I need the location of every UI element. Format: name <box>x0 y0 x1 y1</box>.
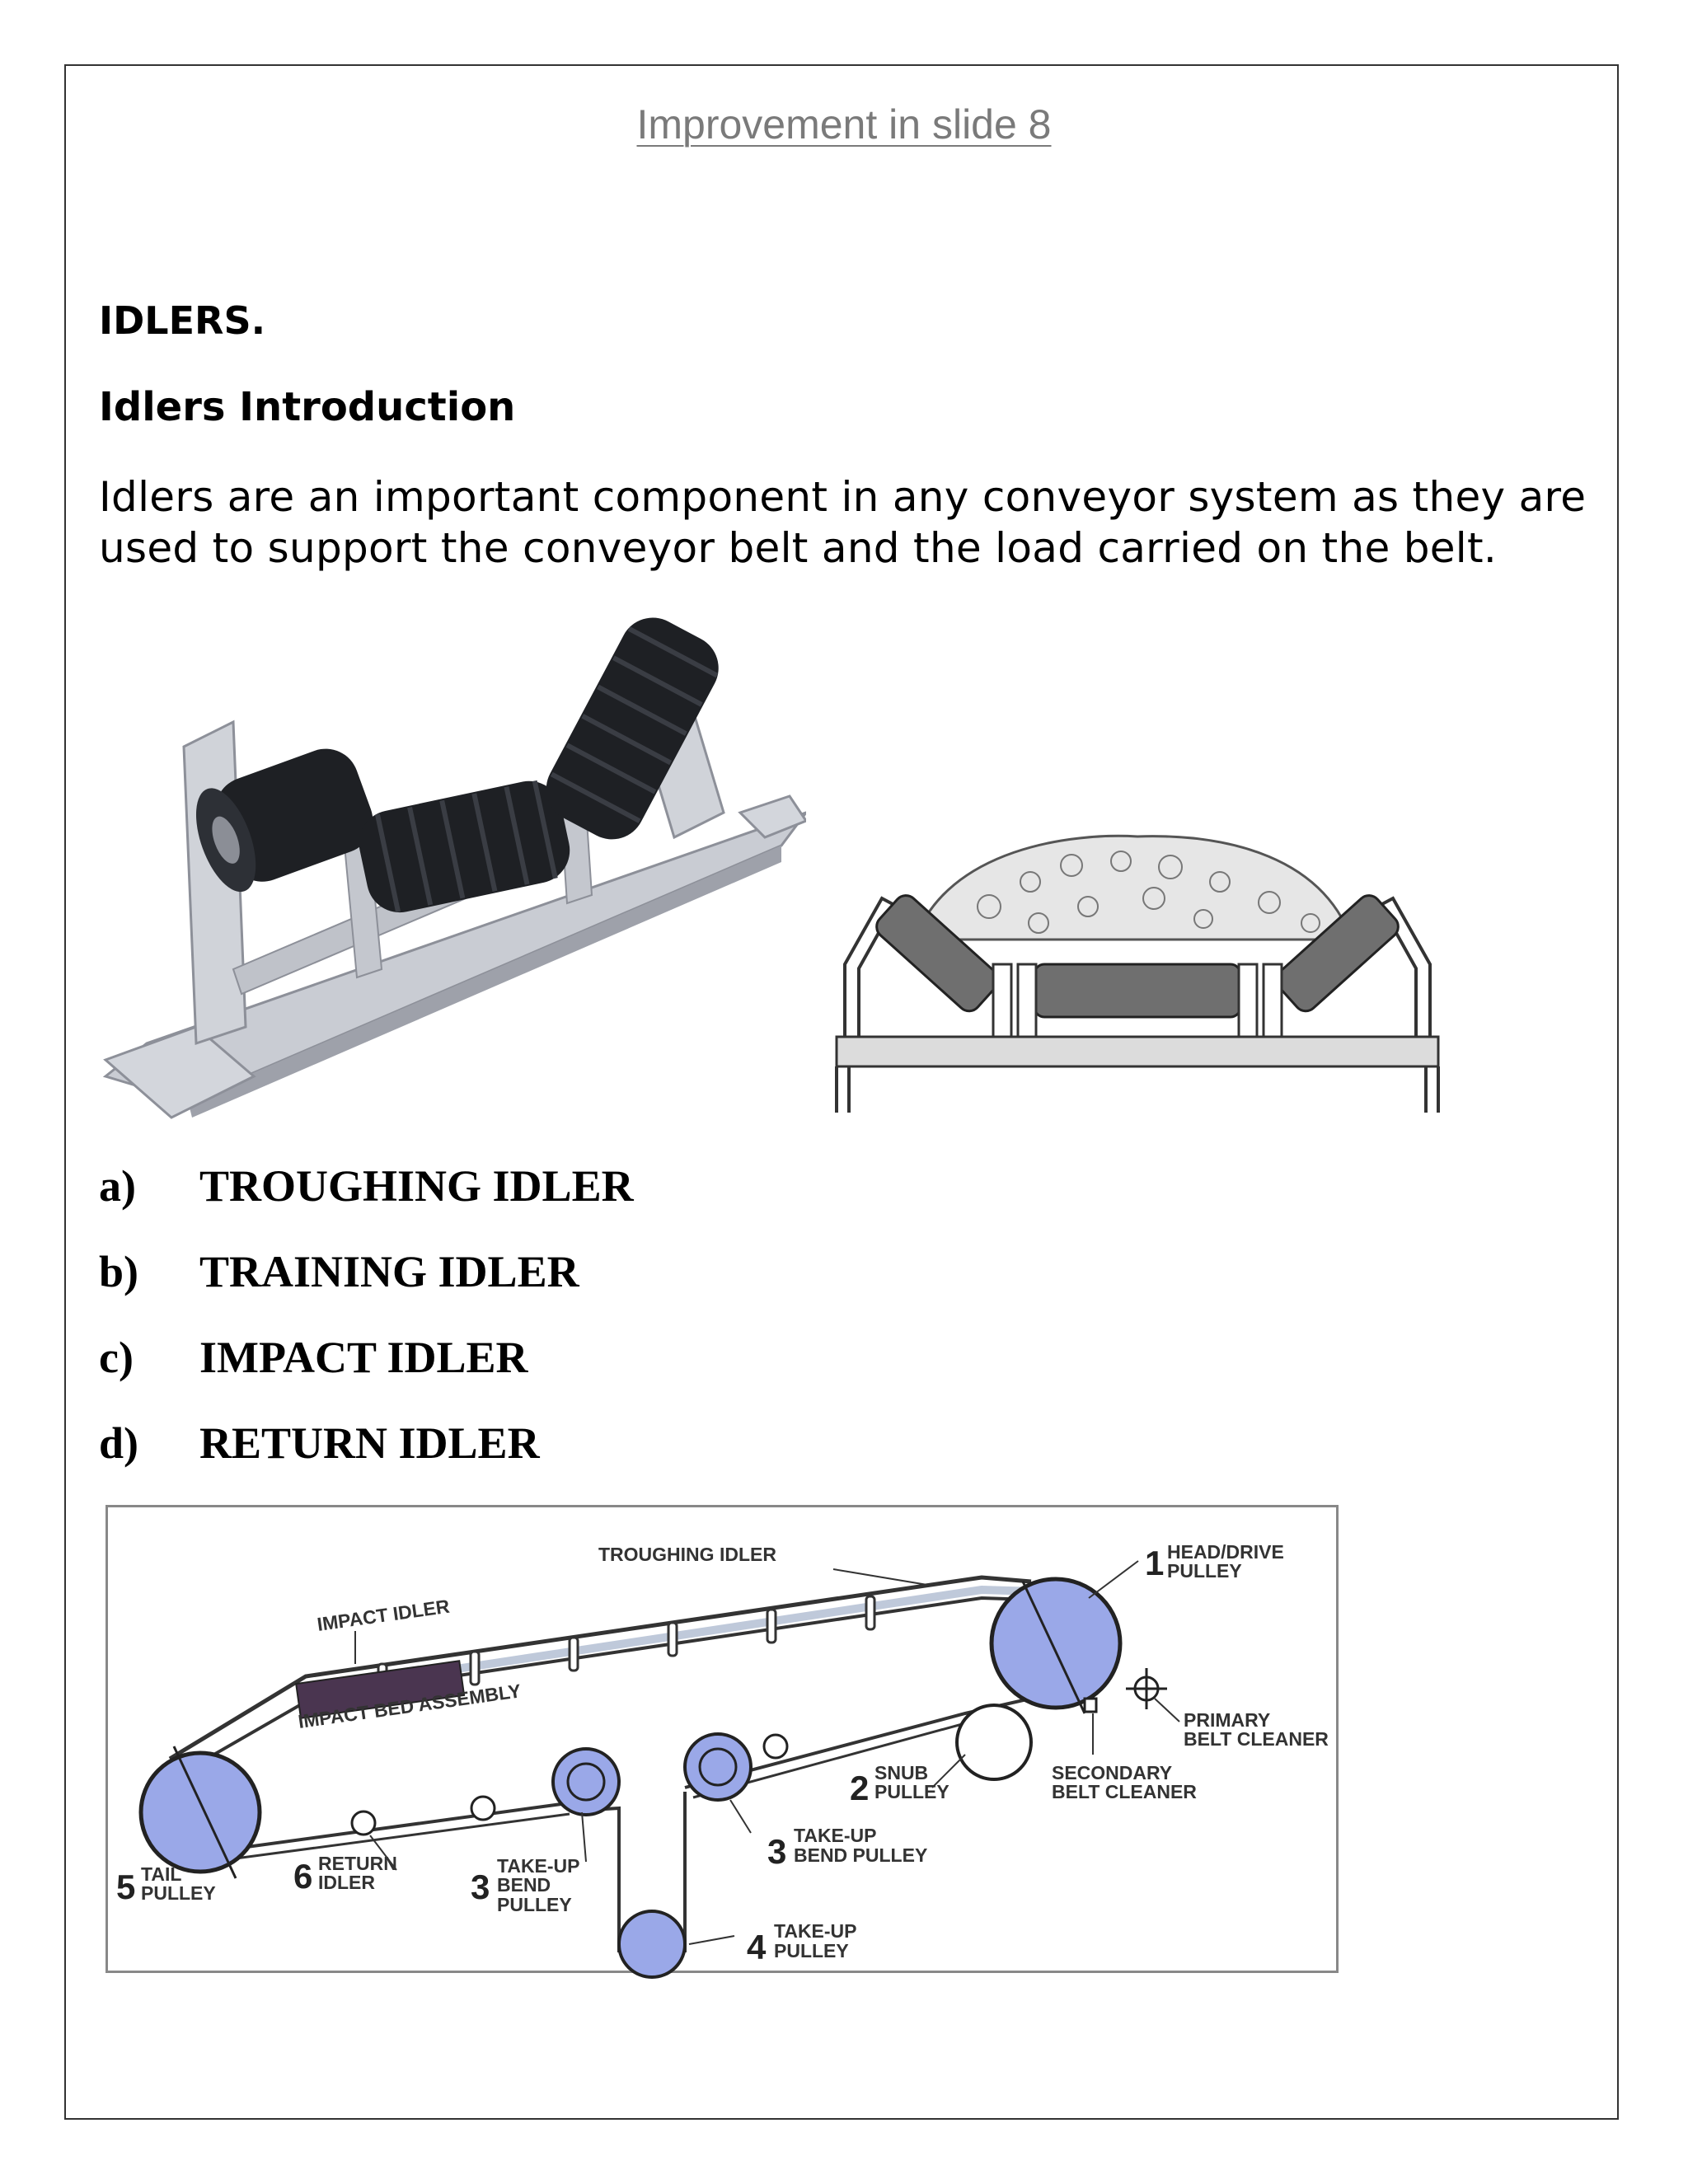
list-item: b) TRAINING IDLER <box>99 1246 634 1332</box>
label-bend-right-l2: BEND PULLEY <box>794 1844 927 1866</box>
subtitle: Idlers Introduction <box>99 384 516 430</box>
conveyor-diagram: TROUGHING IDLER IMPACT IDLER IMPACT BED … <box>106 1505 1339 1979</box>
label-troughing-idler: TROUGHING IDLER <box>598 1544 776 1565</box>
list-item-letter: c) <box>99 1333 134 1382</box>
label-primary-l1: PRIMARY <box>1184 1709 1270 1731</box>
list-item-name: TROUGHING IDLER <box>199 1161 634 1211</box>
label-impact-idler: IMPACT IDLER <box>316 1596 451 1635</box>
list-item: d) RETURN IDLER <box>99 1418 634 1503</box>
label-snub-l2: PULLEY <box>874 1781 950 1802</box>
label-takeup-l2: PULLEY <box>774 1940 849 1961</box>
label-tail-l1: TAIL <box>141 1863 181 1885</box>
label-takeup-l1: TAKE-UP <box>774 1920 857 1942</box>
page-frame <box>64 64 1619 2120</box>
num-bend-pulley-left: 3 <box>471 1868 490 1906</box>
num-bend-pulley-right: 3 <box>767 1832 786 1871</box>
label-bend-left-l2: BEND <box>497 1874 551 1896</box>
label-secondary-l2: BELT CLEANER <box>1052 1781 1197 1802</box>
label-secondary-l1: SECONDARY <box>1052 1762 1172 1783</box>
list-item-letter: d) <box>99 1418 139 1468</box>
page-heading: Improvement in slide 8 <box>636 101 1052 148</box>
label-return-l1: RETURN <box>318 1853 397 1874</box>
idler-types-list: a) TROUGHING IDLER b) TRAINING IDLER c) … <box>99 1160 634 1503</box>
label-head-l2: PULLEY <box>1167 1560 1242 1582</box>
list-item-letter: a) <box>99 1161 136 1211</box>
label-bend-left-l3: PULLEY <box>497 1894 572 1915</box>
num-return-idler: 6 <box>293 1857 312 1896</box>
label-bend-right-l1: TAKE-UP <box>794 1825 877 1846</box>
label-snub-l1: SNUB <box>874 1762 928 1783</box>
list-item-letter: b) <box>99 1247 139 1296</box>
intro-paragraph: Idlers are an important component in any… <box>99 473 1587 572</box>
label-tail-l2: PULLEY <box>141 1882 216 1904</box>
label-head-l1: HEAD/DRIVE <box>1167 1541 1284 1563</box>
num-head-pulley: 1 <box>1145 1544 1164 1582</box>
section-title: IDLERS. <box>99 298 266 343</box>
list-item-name: IMPACT IDLER <box>199 1333 528 1382</box>
label-return-l2: IDLER <box>318 1872 375 1893</box>
list-item-name: TRAINING IDLER <box>199 1247 579 1296</box>
idler-sketch-illustration <box>835 834 1440 1113</box>
num-tail-pulley: 5 <box>116 1868 135 1906</box>
list-item: a) TROUGHING IDLER <box>99 1160 634 1246</box>
troughing-idler-photo <box>102 617 806 1119</box>
list-item: c) IMPACT IDLER <box>99 1332 634 1418</box>
num-takeup-pulley: 4 <box>747 1928 767 1966</box>
list-item-name: RETURN IDLER <box>199 1418 540 1468</box>
label-primary-l2: BELT CLEANER <box>1184 1728 1329 1750</box>
num-snub-pulley: 2 <box>850 1769 869 1807</box>
conveyor-diagram-svg: TROUGHING IDLER IMPACT IDLER IMPACT BED … <box>116 1541 1329 1979</box>
label-bend-left-l1: TAKE-UP <box>497 1855 580 1877</box>
